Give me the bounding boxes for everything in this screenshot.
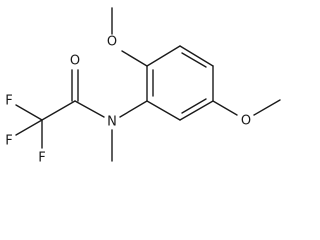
amide-bonds: [41, 69, 148, 162]
bond-c-f-top: [15, 104, 43, 121]
atom-oxygen-methoxy-right: O: [241, 114, 251, 129]
ring-bond-2: [146, 45, 181, 67]
bond-carbonyl-n: [74, 100, 105, 118]
chemical-structure-diagram: F F F O N O O: [5, 7, 281, 166]
atom-nitrogen-amide: N: [107, 115, 117, 130]
bond-ring-o-top: [121, 50, 148, 67]
ring-double-inner-2: [181, 52, 207, 68]
trifluoromethyl-bonds: [15, 104, 43, 149]
atom-fluorine-bottom: F: [38, 151, 45, 166]
bond-o-methyl-right: [253, 99, 281, 116]
ring-bond-5: [179, 100, 214, 121]
ring-bond-3: [179, 45, 214, 67]
bond-c-f-left: [15, 119, 43, 136]
atom-fluorine-top: F: [5, 94, 12, 109]
atom-labels: F F F O N O O: [5, 35, 251, 166]
bond-ring-o-right: [212, 100, 238, 116]
ring-double-inner-3: [181, 98, 207, 114]
ring-bond-6: [146, 100, 181, 121]
atom-oxygen-methoxy-top: O: [107, 35, 117, 50]
methoxy-bonds: [111, 7, 281, 116]
benzene-ring-bonds: [146, 45, 214, 121]
atom-oxygen-carbonyl: O: [70, 54, 80, 69]
bond-n-aryl: [119, 100, 148, 118]
atom-fluorine-left: F: [5, 134, 12, 149]
bond-cf3-carbonyl: [41, 100, 76, 121]
